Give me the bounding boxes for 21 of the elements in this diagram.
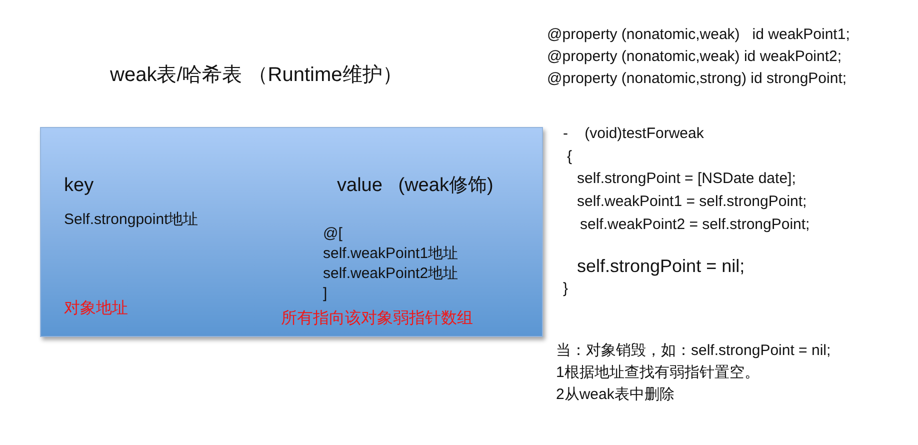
code-line: self.weakPoint1 = self.strongPoint; — [577, 193, 807, 211]
column-heading: value (weak修饰) — [337, 175, 494, 198]
note-text: 2从weak表中删除 — [556, 386, 674, 404]
column-heading: key — [64, 175, 94, 198]
code-line: - (void)testForweak — [563, 125, 704, 143]
entry-text: @[ self.weakPoint1地址 self.weakPoint2地址 ] — [323, 224, 458, 304]
code-line: @property (nonatomic,weak) id weakPoint1; — [547, 26, 850, 44]
note-text: 当：对象销毁，如：self.strongPoint = nil; — [556, 342, 831, 360]
code-line: @property (nonatomic,weak) id weakPoint2; — [547, 48, 842, 66]
code-line: } — [563, 280, 568, 298]
code-line: self.strongPoint = nil; — [577, 256, 745, 278]
annotation: 对象地址 — [64, 299, 128, 318]
code-line: { — [567, 148, 572, 166]
hash-table-box — [40, 127, 543, 337]
annotation: 所有指向该对象弱指针数组 — [281, 309, 473, 328]
title: weak表/哈希表 （Runtime维护） — [110, 63, 402, 87]
code-line: self.strongPoint = [NSDate date]; — [577, 170, 796, 188]
entry-text: Self.strongpoint地址 — [64, 211, 198, 229]
code-line: self.weakPoint2 = self.strongPoint; — [580, 216, 810, 234]
code-line: @property (nonatomic,strong) id strongPoint; — [547, 70, 847, 88]
note-text: 1根据地址查找有弱指针置空。 — [556, 364, 760, 382]
